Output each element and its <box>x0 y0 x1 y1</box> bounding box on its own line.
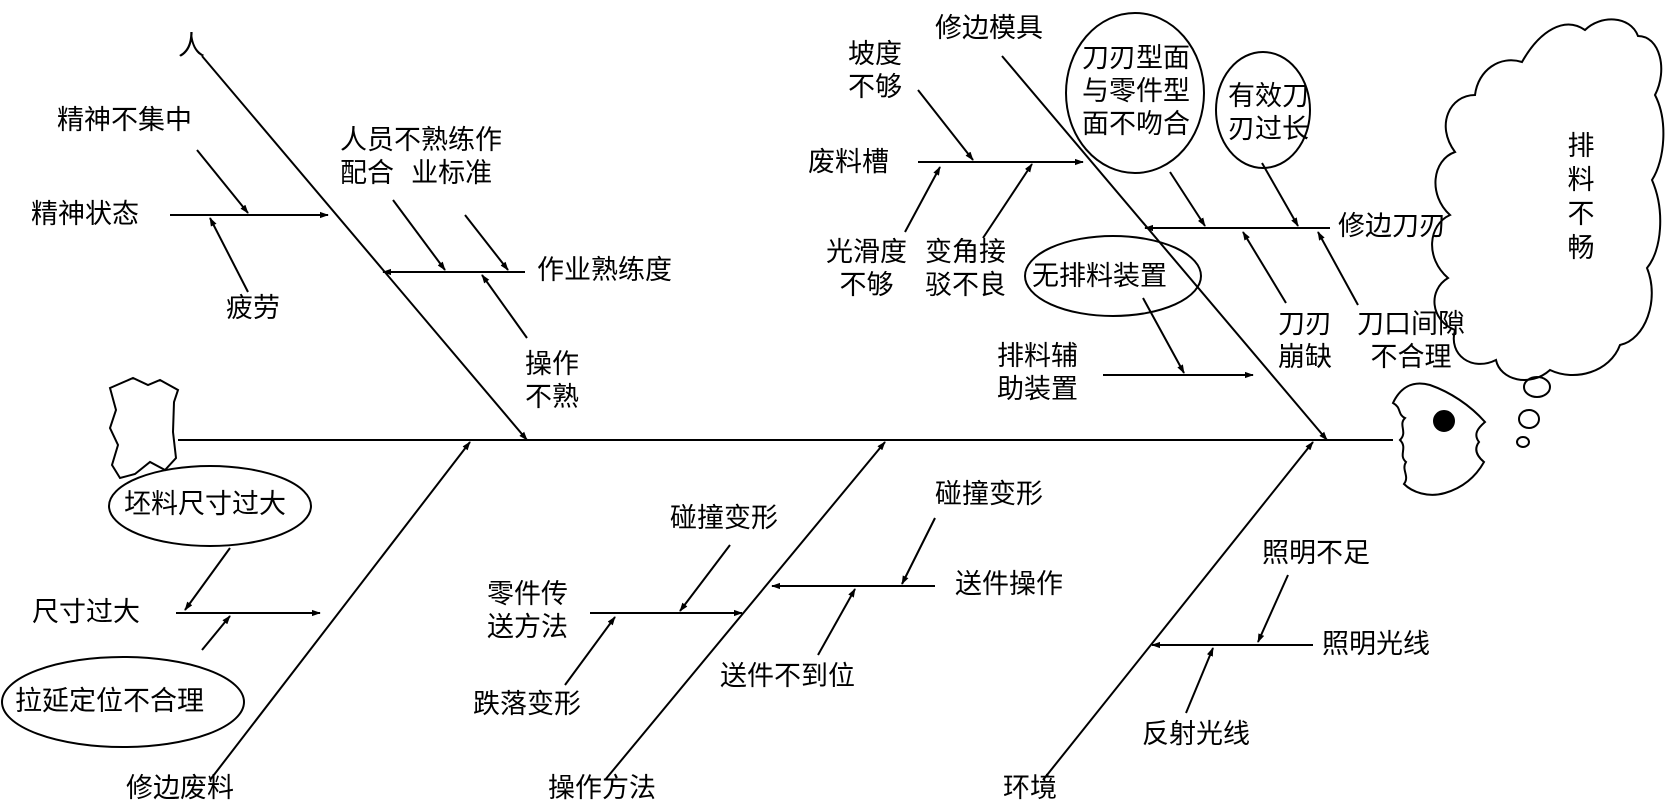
ellipse-stretch-positioning <box>1 656 245 748</box>
label-smooth-insufficient: 光滑度 不够 <box>826 237 907 301</box>
label-bad-corner-joint: 变角接 驳不良 <box>925 237 1006 301</box>
label-mental-state: 精神状态 <box>31 199 139 230</box>
label-not-in-place: 送件不到位 <box>720 661 855 692</box>
label-feeding-operation: 送件操作 <box>955 569 1063 600</box>
label-effective-edge-long: 有效刀 刃过长 <box>1228 81 1309 145</box>
effect-label: 排 料 不 畅 <box>1567 131 1595 264</box>
label-proficiency: 作业熟练度 <box>537 255 672 286</box>
label-collision-deform-1: 碰撞变形 <box>670 503 778 534</box>
thought-bubble-3 <box>1516 436 1530 448</box>
label-staff-coordination: 人员不熟练作 配合 业标准 <box>340 125 502 189</box>
label-transfer-method: 零件传 送方法 <box>487 579 568 643</box>
label-insufficient-light: 照明不足 <box>1262 538 1370 569</box>
bone-die <box>1001 55 1328 441</box>
label-trim-edge: 修边刀刃 <box>1338 211 1446 242</box>
category-person: 人 <box>178 31 205 62</box>
thought-cloud <box>1431 18 1665 381</box>
ellipse-effective-edge <box>1215 51 1311 169</box>
label-waste-chute: 废料槽 <box>808 147 889 178</box>
label-unskilled-operation: 操作 不熟 <box>525 349 579 413</box>
bone-person <box>201 55 528 441</box>
label-drop-deform: 跌落变形 <box>473 689 581 720</box>
label-lighting: 照明光线 <box>1322 629 1430 660</box>
thought-bubble-2 <box>1518 409 1540 429</box>
label-size-oversize: 尺寸过大 <box>32 597 140 628</box>
label-no-discharge-device: 无排料装置 <box>1032 261 1167 292</box>
bone-waste <box>209 441 471 781</box>
category-environment: 环境 <box>1003 773 1057 804</box>
label-fatigue: 疲劳 <box>226 293 280 324</box>
label-mental-unfocused: 精神不集中 <box>57 105 192 136</box>
bone-environment <box>1042 441 1314 781</box>
category-trim-waste: 修边废料 <box>126 773 234 804</box>
thought-bubble-1 <box>1523 376 1551 398</box>
fish-tail <box>108 376 180 480</box>
label-stretch-positioning: 拉延定位不合理 <box>15 686 204 717</box>
ellipse-blank-oversize <box>108 465 312 547</box>
category-method: 操作方法 <box>548 773 656 804</box>
ellipse-edge-mismatch <box>1065 12 1205 174</box>
category-die: 修边模具 <box>935 13 1043 44</box>
label-edge-mismatch: 刀刃型面 与零件型 面不吻合 <box>1082 43 1190 140</box>
label-collision-deform-2: 碰撞变形 <box>935 479 1043 510</box>
label-discharge-aux: 排料辅 助装置 <box>997 341 1078 405</box>
fish-eye <box>1433 410 1455 432</box>
label-gap-unreasonable: 刀口间隙 不合理 <box>1357 309 1465 373</box>
fish-head <box>1391 382 1487 496</box>
ellipse-no-discharge <box>1024 235 1202 317</box>
label-slope-insufficient: 坡度 不够 <box>848 39 902 103</box>
label-edge-chipped: 刀刃 崩缺 <box>1278 309 1332 373</box>
bone-method <box>604 441 886 781</box>
label-reflected-light: 反射光线 <box>1142 719 1250 750</box>
label-blank-oversize: 坯料尺寸过大 <box>124 489 286 520</box>
